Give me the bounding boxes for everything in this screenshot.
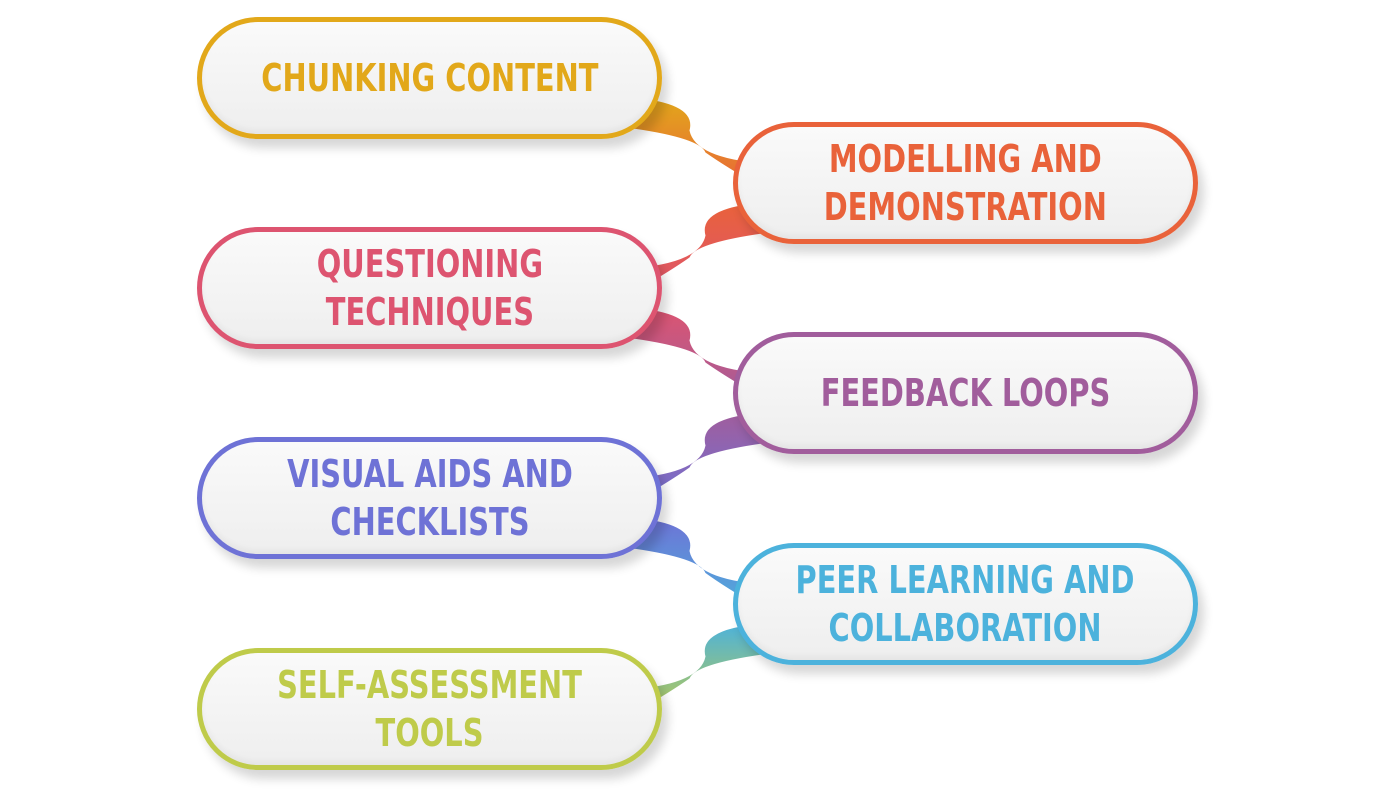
step-label-line: TECHNIQUES: [325, 290, 534, 334]
step-label: FEEDBACK LOOPS: [821, 369, 1111, 417]
step-pill-chunking-content: CHUNKING CONTENT: [197, 17, 662, 139]
step-pill-visual-aids-and-checklists: VISUAL AIDS AND CHECKLISTS: [197, 437, 662, 559]
step-label-line: QUESTIONING: [316, 242, 543, 286]
step-label: QUESTIONING TECHNIQUES: [316, 240, 542, 336]
step-label-line: PEER LEARNING AND: [796, 558, 1135, 602]
step-pill-questioning-techniques: QUESTIONING TECHNIQUES: [197, 227, 662, 349]
step-label-line: CHECKLISTS: [329, 500, 530, 544]
step-label-line: COLLABORATION: [829, 606, 1102, 650]
step-label: CHUNKING CONTENT: [261, 54, 598, 102]
step-label-line: DEMONSTRATION: [823, 185, 1108, 229]
step-pill-self-assessment-tools: SELF-ASSESSMENT TOOLS: [197, 648, 662, 770]
step-label-line: MODELLING AND: [829, 137, 1102, 181]
step-label: SELF-ASSESSMENT TOOLS: [277, 661, 582, 757]
step-label: VISUAL AIDS AND CHECKLISTS: [287, 450, 573, 546]
step-label: PEER LEARNING AND COLLABORATION: [796, 556, 1135, 652]
step-label-line: FEEDBACK LOOPS: [820, 371, 1111, 415]
step-label-line: TOOLS: [375, 711, 484, 755]
step-pill-modelling-and-demonstration: MODELLING AND DEMONSTRATION: [733, 122, 1198, 244]
step-label-line: SELF-ASSESSMENT: [277, 663, 582, 707]
step-label: MODELLING AND DEMONSTRATION: [824, 135, 1107, 231]
step-label-line: CHUNKING CONTENT: [260, 56, 599, 100]
step-label-line: VISUAL AIDS AND: [286, 452, 573, 496]
step-pill-feedback-loops: FEEDBACK LOOPS: [733, 332, 1198, 454]
step-pill-peer-learning-and-collaboration: PEER LEARNING AND COLLABORATION: [733, 543, 1198, 665]
